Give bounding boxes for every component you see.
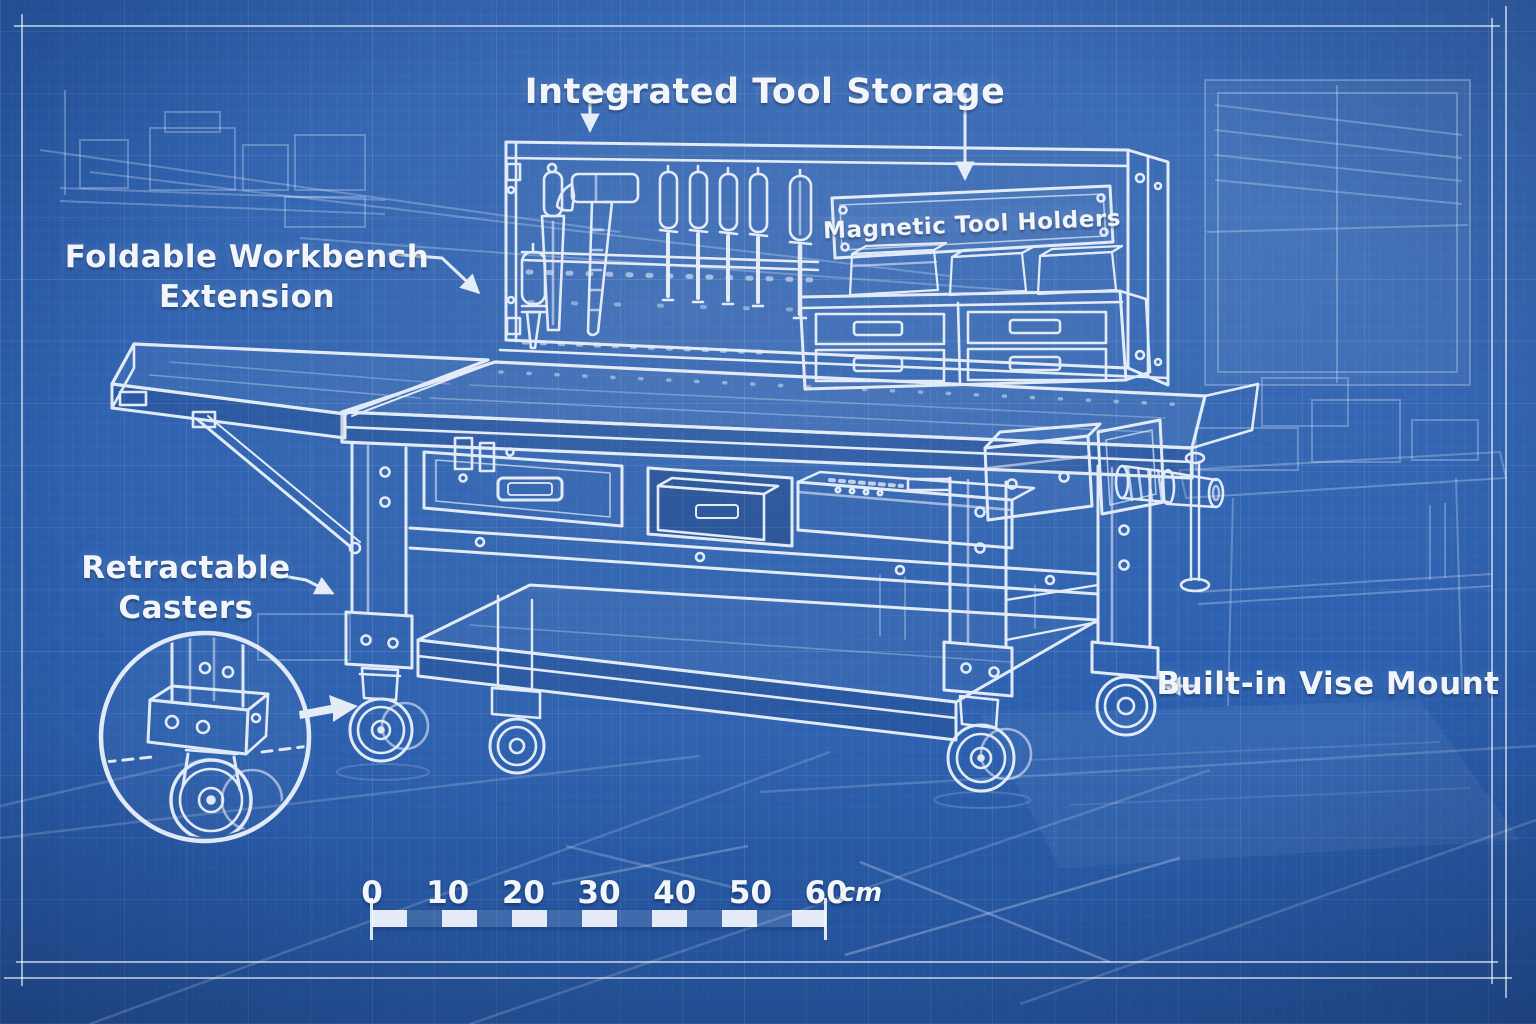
lower-shelf [416,583,1100,742]
foldable-extension [110,342,515,555]
apron-drawer [422,450,624,528]
caster-detail-circle [98,630,312,844]
scale-tick-label: 20 [501,875,545,911]
label-foldable-extension-line1: Foldable Workbench [64,239,430,275]
label-foldable-extension-line2: Extension [158,279,336,315]
background-sketch [39,79,1508,707]
label-retractable-casters-line1: Retractable [81,550,291,586]
rear-left-leg [488,594,546,775]
blueprint-border-frame [4,6,1512,998]
scale-tick-label: 10 [426,875,470,911]
front-right-caster [946,694,1033,793]
front-left-caster [348,666,430,763]
chisel-icon [520,242,547,350]
scale-end-tick [824,898,827,940]
scale-tick-label: 0 [361,875,383,911]
drawer-chest [798,289,1152,391]
vise-icon [983,418,1225,593]
label-built-in-vise-mount: Built-in Vise Mount [1156,666,1500,702]
mid-rail [408,526,1100,640]
front-right-leg [942,476,1014,698]
magnetic-holder-panel [830,184,1115,260]
label-integrated-tool-storage: Integrated Tool Storage [524,72,1006,112]
hammer-icon [555,172,640,337]
scale-tick-label: 50 [728,875,773,911]
tool-storage-panel [498,140,1170,387]
scale-tick-label: 40 [653,875,697,911]
screwdriver-rack-icons [658,164,813,320]
front-left-leg [344,442,414,670]
scale-unit: cm [839,878,883,908]
apron-open-bay [646,466,794,548]
scale-tick-label: 30 [577,875,621,911]
leader-arrows [270,90,1200,696]
floor-lines [0,744,1536,1024]
label-retractable-casters-line2: Casters [118,590,254,626]
detail-pointer-arrow [299,695,358,722]
floor-reflection [336,700,1520,868]
scale-start-tick [370,898,373,940]
scale-bar-segments [372,910,826,927]
